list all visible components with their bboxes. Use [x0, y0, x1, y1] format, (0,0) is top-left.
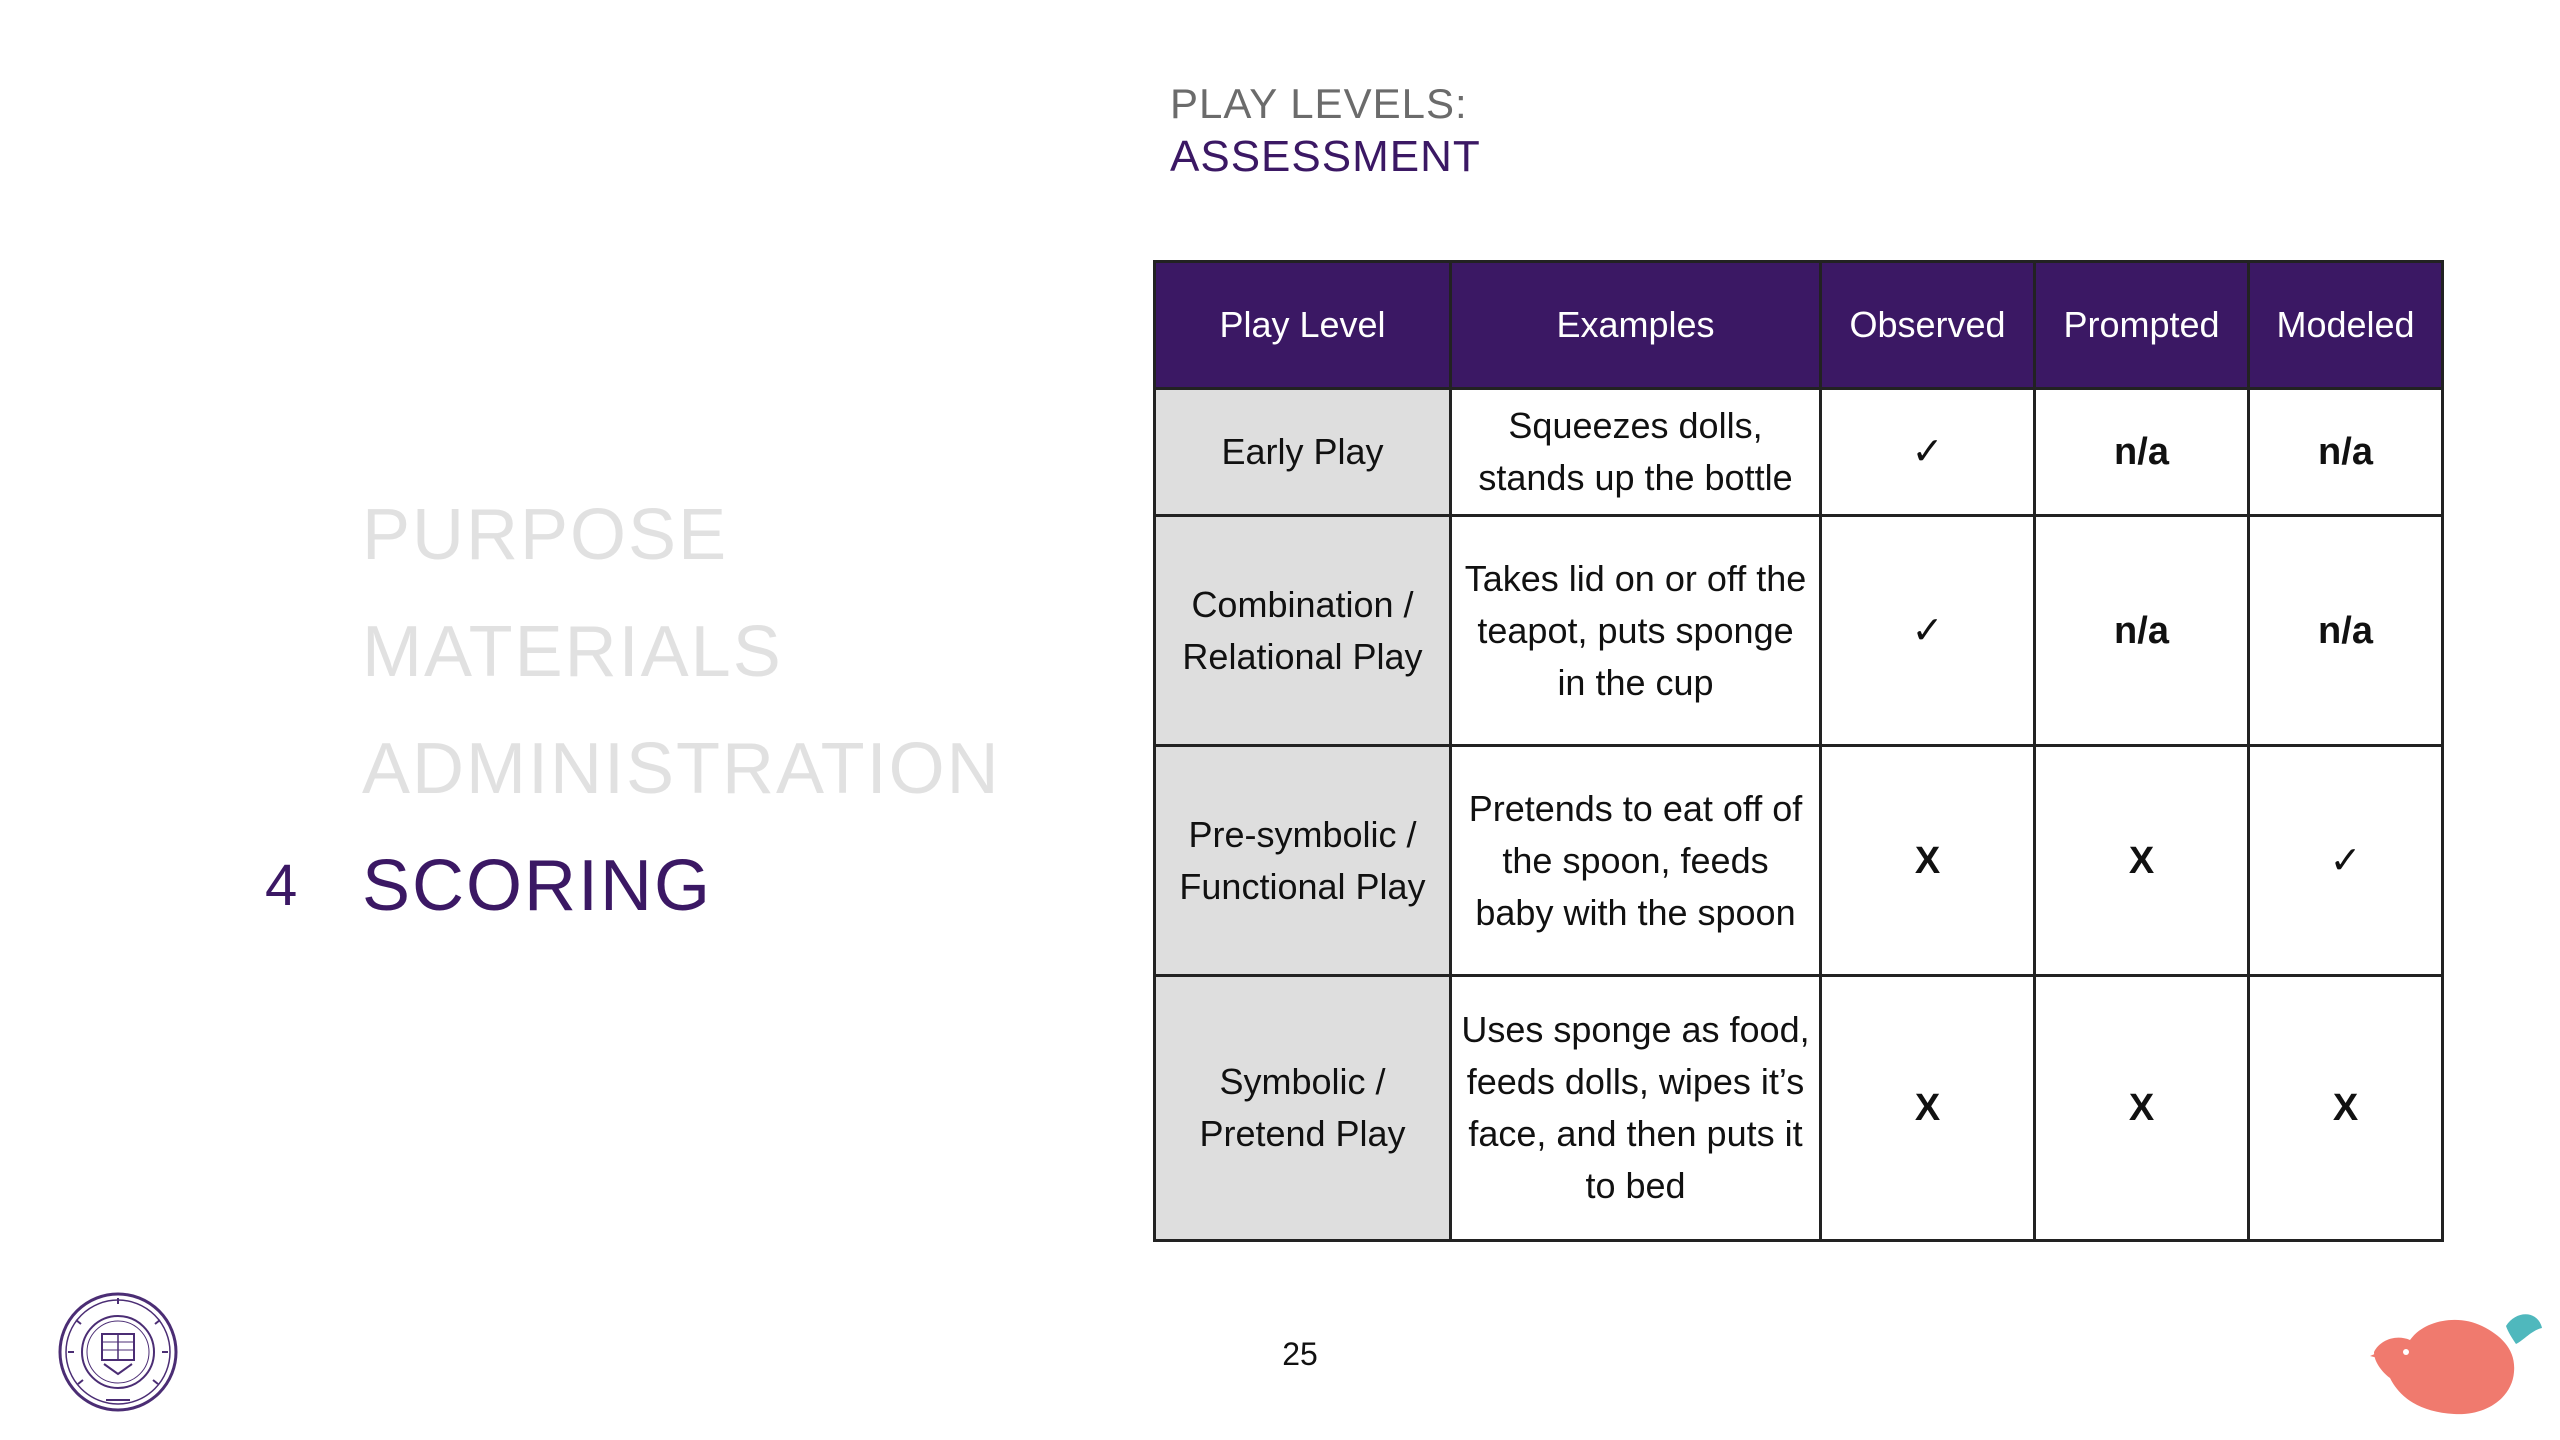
agenda-item-number: 4 — [265, 853, 300, 918]
agenda-item-label: ADMINISTRATION — [362, 729, 1001, 809]
table-row: Symbolic / Pretend Play Uses sponge as f… — [1153, 974, 2444, 1242]
prompted-cell: X — [2033, 974, 2250, 1242]
observed-cell: X — [1819, 974, 2036, 1242]
table-header-row: Play Level Examples Observed Prompted Mo… — [1153, 260, 2444, 390]
agenda-item-label: MATERIALS — [362, 612, 783, 692]
column-header: Play Level — [1153, 260, 1452, 390]
play-level-cell: Combination / Relational Play — [1153, 514, 1452, 747]
modeled-cell: ✓ — [2247, 744, 2444, 977]
table-row: Combination / Relational Play Takes lid … — [1153, 514, 2444, 747]
page-number: 25 — [1282, 1336, 1318, 1372]
table-row: Pre-symbolic / Functional Play Pretends … — [1153, 744, 2444, 977]
prompted-cell: n/a — [2033, 387, 2250, 517]
agenda-item-purpose: PURPOSE — [265, 490, 1001, 607]
column-header: Modeled — [2247, 260, 2444, 390]
university-seal-icon — [56, 1290, 180, 1419]
example-cell: Takes lid on or off the teapot, puts spo… — [1449, 514, 1822, 747]
column-header: Examples — [1449, 260, 1822, 390]
agenda-item-scoring: 4 SCORING — [265, 841, 1001, 958]
agenda-item-label: PURPOSE — [362, 495, 729, 575]
slide-title-line2: ASSESSMENT — [1170, 132, 1481, 181]
modeled-cell: n/a — [2247, 387, 2444, 517]
agenda-item-materials: MATERIALS — [265, 607, 1001, 724]
observed-cell: ✓ — [1819, 387, 2036, 517]
modeled-cell: n/a — [2247, 514, 2444, 747]
column-header: Observed — [1819, 260, 2036, 390]
agenda-list: PURPOSE MATERIALS ADMINISTRATION 4 SCORI… — [265, 490, 1001, 958]
table-row: Early Play Squeezes dolls, stands up the… — [1153, 387, 2444, 517]
bird-logo-icon — [2366, 1300, 2546, 1425]
example-cell: Uses sponge as food, feeds dolls, wipes … — [1449, 974, 1822, 1242]
prompted-cell: X — [2033, 744, 2250, 977]
agenda-item-administration: ADMINISTRATION — [265, 724, 1001, 841]
play-level-cell: Early Play — [1153, 387, 1452, 517]
prompted-cell: n/a — [2033, 514, 2250, 747]
play-levels-table: Play Level Examples Observed Prompted Mo… — [1153, 260, 2444, 1242]
observed-cell: X — [1819, 744, 2036, 977]
observed-cell: ✓ — [1819, 514, 2036, 747]
example-cell: Pretends to eat off of the spoon, feeds … — [1449, 744, 1822, 977]
slide-title-line1: PLAY LEVELS: — [1170, 80, 1468, 127]
agenda-item-label: SCORING — [362, 846, 713, 926]
play-level-cell: Symbolic / Pretend Play — [1153, 974, 1452, 1242]
play-level-cell: Pre-symbolic / Functional Play — [1153, 744, 1452, 977]
column-header: Prompted — [2033, 260, 2250, 390]
example-cell: Squeezes dolls, stands up the bottle — [1449, 387, 1822, 517]
modeled-cell: X — [2247, 974, 2444, 1242]
slide-title: PLAY LEVELS: ASSESSMENT — [1170, 78, 1670, 184]
